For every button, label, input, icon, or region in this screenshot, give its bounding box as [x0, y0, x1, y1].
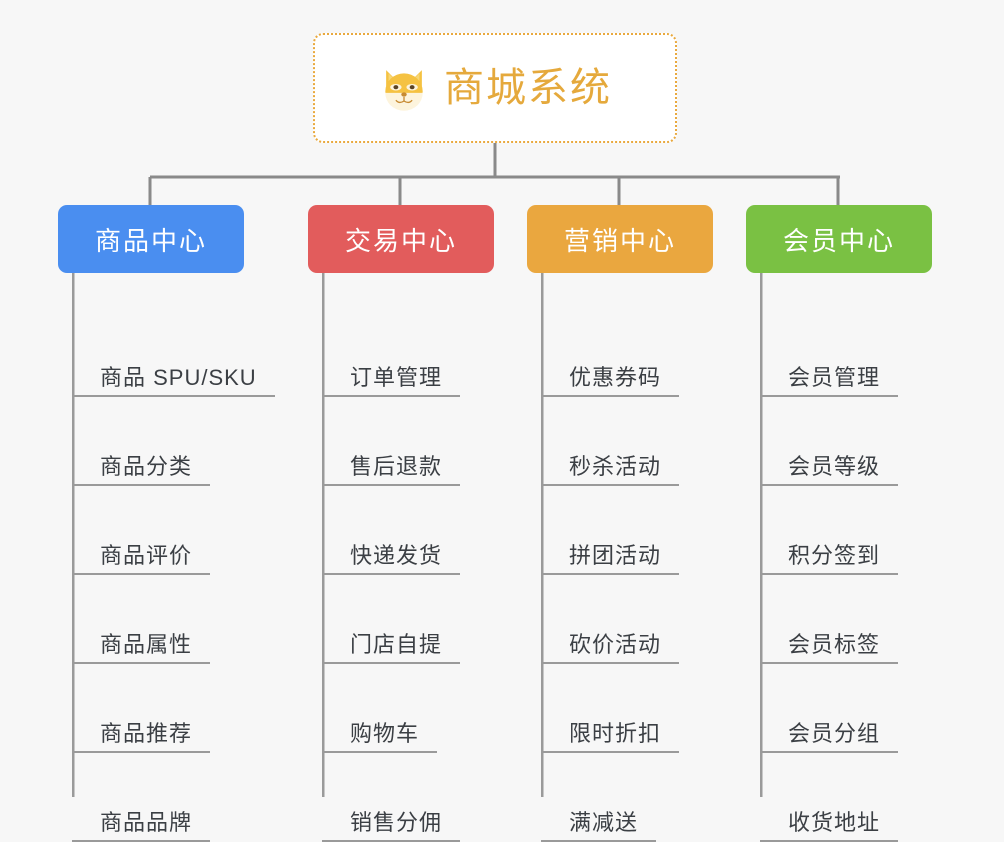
- category-box-product-center[interactable]: 商品中心: [58, 205, 244, 273]
- leaf-list: 订单管理售后退款快递发货门店自提购物车销售分佣: [308, 308, 494, 842]
- leaf-item[interactable]: 商品属性: [58, 575, 244, 664]
- leaf-item[interactable]: 订单管理: [308, 308, 494, 397]
- leaf-item[interactable]: 商品分类: [58, 397, 244, 486]
- leaf-underline: 秒杀活动: [541, 453, 680, 486]
- leaf-item[interactable]: 销售分佣: [308, 753, 494, 842]
- leaf-item[interactable]: 商品品牌: [58, 753, 244, 842]
- leaf-underline: 快递发货: [322, 542, 461, 575]
- leaf-underline: 商品分类: [72, 453, 211, 486]
- leaf-underline: 会员等级: [760, 453, 899, 486]
- leaf-underline: 商品品牌: [72, 809, 211, 842]
- leaf-underline: 收货地址: [760, 809, 899, 842]
- leaf-item[interactable]: 优惠券码: [527, 308, 713, 397]
- leaf-underline: 购物车: [322, 720, 438, 753]
- category-title: 营销中心: [563, 225, 676, 256]
- leaf-label: 秒杀活动: [569, 453, 662, 479]
- leaf-underline: 积分签到: [760, 542, 899, 575]
- leaf-item[interactable]: 商品评价: [58, 486, 244, 575]
- column-marketing-center: 营销中心优惠券码秒杀活动拼团活动砍价活动限时折扣满减送: [527, 205, 713, 842]
- leaf-label: 满减送: [569, 809, 639, 835]
- leaf-label: 拼团活动: [569, 542, 662, 568]
- leaf-label: 商品属性: [100, 631, 193, 657]
- leaf-list: 会员管理会员等级积分签到会员标签会员分组收货地址: [746, 308, 932, 842]
- leaf-item[interactable]: 购物车: [308, 664, 494, 753]
- leaf-underline: 会员标签: [760, 631, 899, 664]
- leaf-label: 收货地址: [788, 809, 881, 835]
- leaf-label: 商品分类: [100, 453, 193, 479]
- leaf-label: 会员分组: [788, 720, 881, 746]
- leaf-list: 优惠券码秒杀活动拼团活动砍价活动限时折扣满减送: [527, 308, 713, 842]
- leaf-label: 商品推荐: [100, 720, 193, 746]
- leaf-underline: 会员分组: [760, 720, 899, 753]
- leaf-item[interactable]: 秒杀活动: [527, 397, 713, 486]
- leaf-underline: 拼团活动: [541, 542, 680, 575]
- category-box-marketing-center[interactable]: 营销中心: [527, 205, 713, 273]
- column-product-center: 商品中心商品 SPU/SKU 商品分类商品评价商品属性商品推荐商品品牌: [58, 205, 275, 842]
- category-title: 会员中心: [782, 225, 895, 256]
- leaf-underline: 商品 SPU/SKU: [72, 364, 275, 397]
- leaf-label: 砍价活动: [569, 631, 662, 657]
- leaf-item[interactable]: 会员标签: [746, 575, 932, 664]
- leaf-label: 优惠券码: [569, 364, 662, 390]
- leaf-item[interactable]: 拼团活动: [527, 486, 713, 575]
- root-node[interactable]: 商城系统: [313, 33, 677, 143]
- leaf-underline: 门店自提: [322, 631, 461, 664]
- leaf-label: 商品品牌: [100, 809, 193, 835]
- leaf-label: 快递发货: [350, 542, 443, 568]
- shiba-dog-face-icon: [385, 70, 423, 111]
- leaf-underline: 商品评价: [72, 542, 211, 575]
- leaf-underline: 售后退款: [322, 453, 461, 486]
- leaf-underline: 商品推荐: [72, 720, 211, 753]
- leaf-item[interactable]: 商品 SPU/SKU: [58, 308, 275, 397]
- leaf-underline: 会员管理: [760, 364, 899, 397]
- leaf-underline: 销售分佣: [322, 809, 461, 842]
- leaf-underline: 限时折扣: [541, 720, 680, 753]
- category-title: 商品中心: [94, 225, 207, 256]
- leaf-item[interactable]: 满减送: [527, 753, 713, 842]
- leaf-item[interactable]: 会员分组: [746, 664, 932, 753]
- leaf-label: 商品评价: [100, 542, 193, 568]
- leaf-underline: 优惠券码: [541, 364, 680, 397]
- leaf-label: 会员等级: [788, 453, 881, 479]
- leaf-list: 商品 SPU/SKU 商品分类商品评价商品属性商品推荐商品品牌: [58, 308, 275, 842]
- leaf-label: 商品 SPU/SKU: [100, 364, 257, 390]
- leaf-label: 门店自提: [350, 631, 443, 657]
- category-box-trade-center[interactable]: 交易中心: [308, 205, 494, 273]
- leaf-item[interactable]: 售后退款: [308, 397, 494, 486]
- leaf-item[interactable]: 快递发货: [308, 486, 494, 575]
- leaf-label: 销售分佣: [350, 809, 443, 835]
- leaf-label: 限时折扣: [569, 720, 662, 746]
- leaf-item[interactable]: 会员等级: [746, 397, 932, 486]
- leaf-label: 会员标签: [788, 631, 881, 657]
- leaf-underline: 订单管理: [322, 364, 461, 397]
- leaf-item[interactable]: 会员管理: [746, 308, 932, 397]
- leaf-item[interactable]: 收货地址: [746, 753, 932, 842]
- column-trade-center: 交易中心订单管理售后退款快递发货门店自提购物车销售分佣: [308, 205, 494, 842]
- leaf-item[interactable]: 积分签到: [746, 486, 932, 575]
- leaf-item[interactable]: 商品推荐: [58, 664, 244, 753]
- leaf-item[interactable]: 限时折扣: [527, 664, 713, 753]
- leaf-item[interactable]: 门店自提: [308, 575, 494, 664]
- leaf-label: 积分签到: [788, 542, 881, 568]
- root-title: 商城系统: [444, 66, 612, 110]
- column-member-center: 会员中心会员管理会员等级积分签到会员标签会员分组收货地址: [746, 205, 932, 842]
- leaf-underline: 满减送: [541, 809, 657, 842]
- leaf-underline: 砍价活动: [541, 631, 680, 664]
- leaf-item[interactable]: 砍价活动: [527, 575, 713, 664]
- leaf-label: 订单管理: [350, 364, 443, 390]
- leaf-label: 售后退款: [350, 453, 443, 479]
- leaf-label: 购物车: [350, 720, 420, 746]
- category-title: 交易中心: [344, 225, 457, 256]
- leaf-label: 会员管理: [788, 364, 881, 390]
- category-box-member-center[interactable]: 会员中心: [746, 205, 932, 273]
- leaf-underline: 商品属性: [72, 631, 211, 664]
